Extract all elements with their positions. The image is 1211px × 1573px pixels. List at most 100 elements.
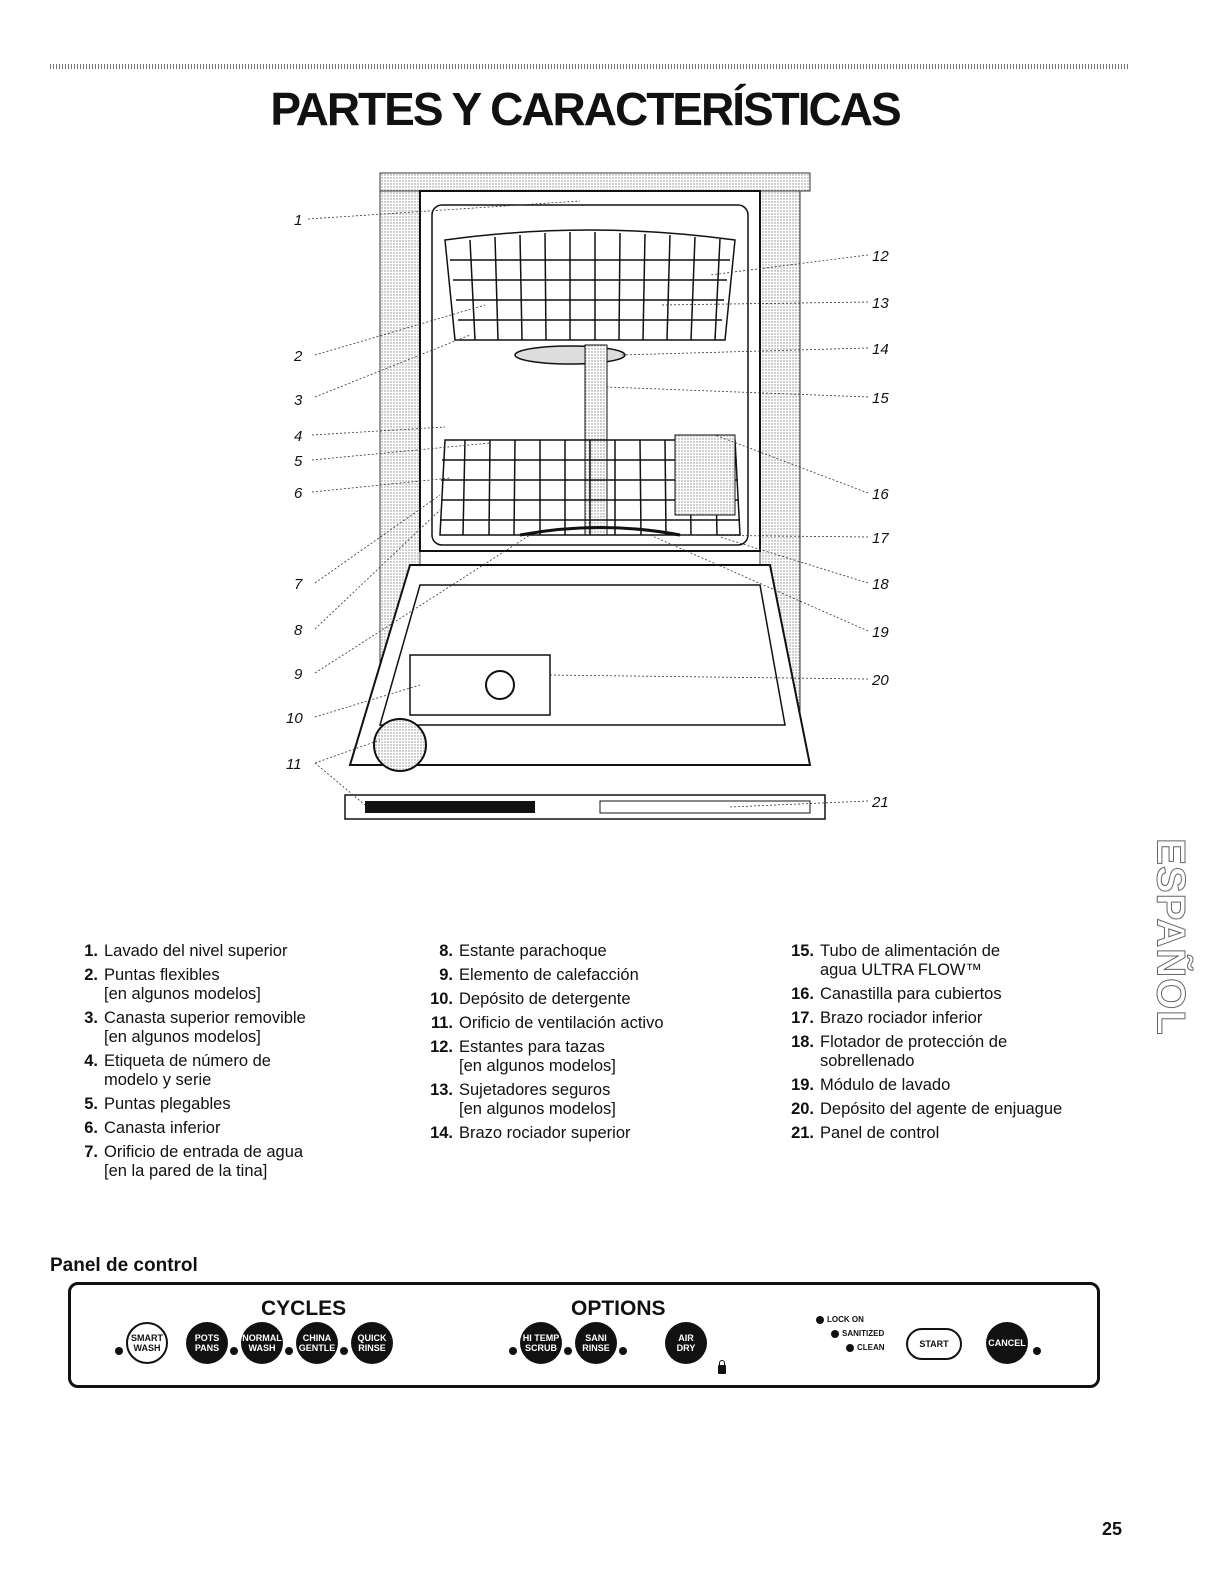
sanitized-light: SANITIZED xyxy=(831,1329,884,1338)
lock-on-light: LOCK ON xyxy=(816,1315,864,1324)
callout-18: 18 xyxy=(872,576,889,593)
part-item: 21. Panel de control xyxy=(786,1124,1106,1143)
part-item: 20. Depósito del agente de enjuague xyxy=(786,1100,1106,1119)
callout-15: 15 xyxy=(872,390,889,407)
part-number: 18. xyxy=(791,1033,814,1051)
part-number: 20. xyxy=(791,1100,814,1118)
part-item: 3. Canasta superior removible[en algunos … xyxy=(70,1009,380,1047)
part-label: Etiqueta de número de xyxy=(104,1052,271,1070)
part-label: Depósito del agente de enjuague xyxy=(820,1100,1063,1118)
callout-5: 5 xyxy=(294,453,303,470)
part-label: Orificio de entrada de agua xyxy=(104,1143,304,1161)
part-label: Estantes para tazas xyxy=(459,1038,605,1056)
part-item: 5. Puntas plegables xyxy=(70,1095,380,1114)
cancel-button[interactable]: CANCEL xyxy=(986,1322,1028,1364)
part-number: 14. xyxy=(430,1124,453,1142)
part-number: 9. xyxy=(439,966,453,984)
cycles-label: CYCLES xyxy=(261,1297,347,1320)
part-label: Puntas plegables xyxy=(104,1095,231,1113)
dishwasher-diagram: 1 2 3 4 5 6 7 8 9 10 11 12 13 14 15 16 1… xyxy=(286,172,889,820)
lock-on-indicator xyxy=(816,1315,824,1324)
part-number: 8. xyxy=(439,942,453,960)
part-number: 19. xyxy=(791,1076,814,1094)
callout-9: 9 xyxy=(294,666,303,683)
part-note: agua ULTRA FLOW™ xyxy=(820,961,982,979)
options-label: OPTIONS xyxy=(571,1297,666,1320)
part-number: 3. xyxy=(84,1009,98,1027)
part-note: [en algunos modelos] xyxy=(459,1057,616,1075)
callout-12: 12 xyxy=(872,248,889,265)
callout-10: 10 xyxy=(286,710,303,727)
callout-8: 8 xyxy=(294,622,303,639)
part-note: modelo y serie xyxy=(104,1071,212,1089)
part-item: 9.Elemento de calefacción xyxy=(425,966,755,985)
part-item: 12.Estantes para tazas[en algunos modelo… xyxy=(425,1038,755,1076)
part-number: 5. xyxy=(84,1095,98,1113)
language-tab-label: ESPAÑOL xyxy=(1148,838,1193,1036)
part-item: 2.Puntas flexibles[en algunos modelos] xyxy=(70,966,380,1004)
part-number: 7. xyxy=(84,1143,98,1161)
callout-1: 1 xyxy=(294,212,302,229)
callout-7: 7 xyxy=(294,576,303,593)
clean-light: CLEAN xyxy=(846,1343,885,1352)
language-tab: ESPAÑOL xyxy=(1148,812,1193,1062)
parts-list-column-1: 1.Lavado del nivel superior 2. Puntas fle… xyxy=(70,942,380,1186)
callout-17: 17 xyxy=(872,530,889,547)
part-number: 21. xyxy=(791,1124,814,1142)
air-dry-indicator xyxy=(619,1347,627,1355)
part-item: 17.Brazo rociador inferior xyxy=(786,1009,1106,1028)
start-button[interactable]: START xyxy=(906,1328,962,1360)
part-item: 19.Módulo de lavado xyxy=(786,1076,1106,1095)
callout-14: 14 xyxy=(872,341,889,358)
part-label: Brazo rociador inferior xyxy=(820,1009,983,1027)
callout-11: 11 xyxy=(286,756,302,773)
part-note: [en algunos modelos] xyxy=(104,1028,261,1046)
part-label: Depósito de detergente xyxy=(459,990,631,1008)
part-label: Puntas flexibles xyxy=(104,966,220,984)
hi-temp-scrub-indicator xyxy=(509,1347,517,1355)
part-note: [en algunos modelos] xyxy=(459,1100,616,1118)
part-note: [en la pared de la tina] xyxy=(104,1162,268,1180)
sanitized-indicator xyxy=(831,1329,839,1338)
part-number: 16. xyxy=(791,985,814,1003)
part-item: 1.Lavado del nivel superior xyxy=(70,942,380,961)
part-number: 4. xyxy=(84,1052,98,1070)
sani-rinse-indicator xyxy=(564,1347,572,1355)
part-item: 7. Orificio de entrada de agua[en la pare… xyxy=(70,1143,380,1181)
part-item: 6.Canasta inferior xyxy=(70,1119,380,1138)
part-label: Panel de control xyxy=(820,1124,940,1142)
part-item: 13.Sujetadores seguros[en algunos modelo… xyxy=(425,1081,755,1119)
part-number: 2. xyxy=(84,966,98,984)
callout-4: 4 xyxy=(294,428,302,445)
part-number: 10. xyxy=(430,990,453,1008)
part-number: 15. xyxy=(791,942,814,960)
callout-6: 6 xyxy=(294,485,303,502)
part-label: Orificio de ventilación activo xyxy=(459,1014,664,1032)
callout-3: 3 xyxy=(294,392,303,409)
part-label: Canastilla para cubiertos xyxy=(820,985,1002,1003)
part-item: 10. Depósito de detergente xyxy=(425,990,755,1009)
control-panel-heading: Panel de control xyxy=(50,1255,198,1276)
quick-rinse-indicator xyxy=(340,1347,348,1355)
smart-wash-indicator xyxy=(115,1347,123,1355)
part-item: 8.Estante parachoque xyxy=(425,942,755,961)
part-item: 14.Brazo rociador superior xyxy=(425,1124,755,1143)
page-number: 25 xyxy=(1102,1519,1123,1539)
part-label: Canasta superior removible xyxy=(104,1009,306,1027)
top-rule xyxy=(50,64,1130,69)
page-title: PARTES Y CARACTERÍSTICAS xyxy=(270,83,901,135)
callout-16: 16 xyxy=(872,486,889,503)
normal-wash-indicator xyxy=(230,1347,238,1355)
